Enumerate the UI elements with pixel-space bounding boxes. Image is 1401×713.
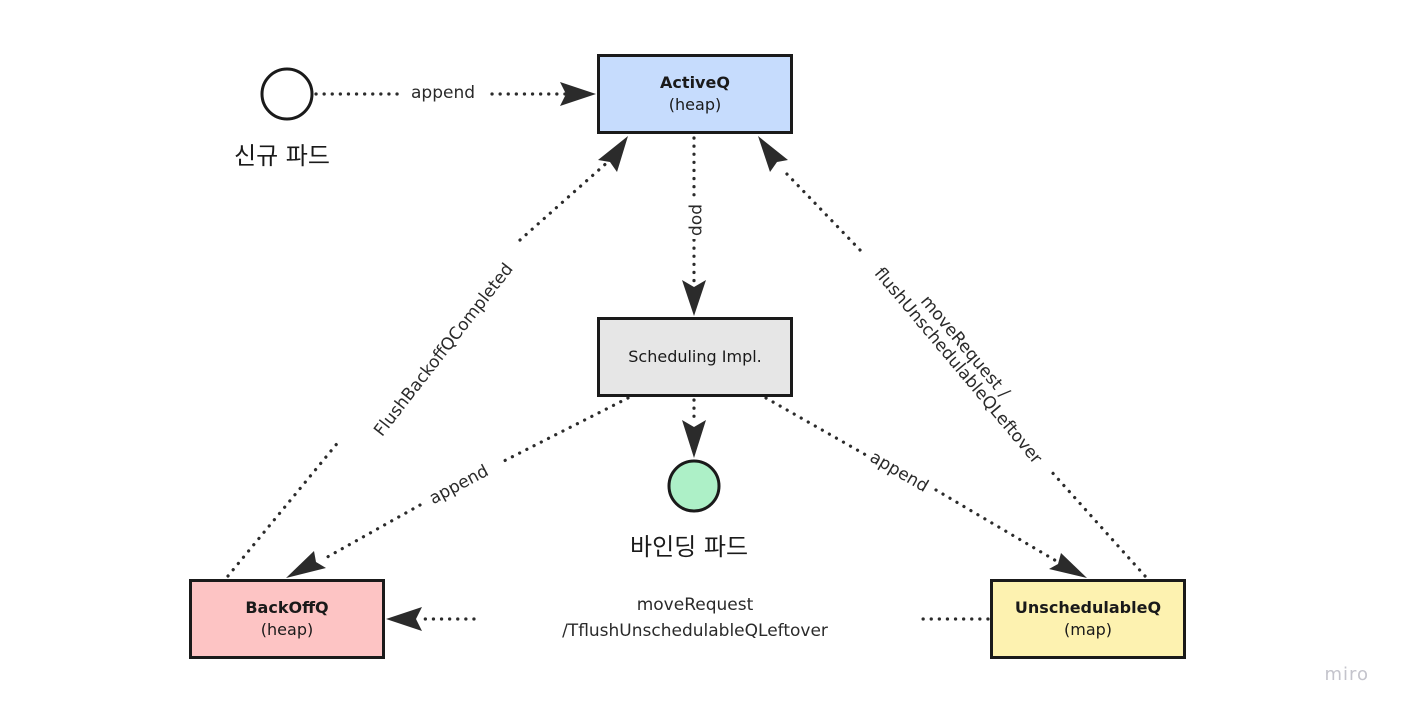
unschedulableq-subtitle: (map) <box>1063 620 1113 639</box>
arrowhead-scheduling-to-unschedulable <box>1049 553 1087 578</box>
arrowhead-active-to-scheduling <box>682 280 706 316</box>
scheduling-impl-label: Scheduling Impl. <box>628 347 762 367</box>
arrowhead-scheduling-to-backoff <box>286 551 326 578</box>
arrowhead-unschedulable-to-backoff <box>386 607 422 631</box>
new-pod-caption: 신규 파드 <box>234 142 330 170</box>
activeq-title: ActiveQ <box>660 73 730 93</box>
binding-pod-caption: 바인딩 파드 <box>630 533 749 561</box>
unschedulableq-node[interactable]: UnschedulableQ (map) <box>990 579 1186 659</box>
edge-label-unschedulable-to-backoff-line1: moveRequest <box>636 595 754 615</box>
arrowhead-unschedulable-to-active <box>758 136 788 172</box>
unschedulableq-title: UnschedulableQ <box>1014 598 1162 618</box>
edge-label-unschedulable-to-backoff: moveRequest /TflushUnschedulableQLeftove… <box>520 592 870 645</box>
binding-pod-node[interactable] <box>667 459 721 513</box>
edge-scheduling-to-unschedulable[interactable] <box>764 396 1060 564</box>
arrowhead-backoff-to-active <box>598 136 628 172</box>
scheduling-impl-node[interactable]: Scheduling Impl. <box>597 317 793 397</box>
new-pod-node[interactable] <box>260 67 314 121</box>
arrowhead-new-to-active <box>560 82 596 106</box>
backoffq-title: BackOffQ <box>245 598 329 618</box>
activeq-node[interactable]: ActiveQ (heap) <box>597 54 793 134</box>
backoffq-subtitle: (heap) <box>260 620 314 639</box>
edge-label-unschedulable-to-backoff-line2: /TflushUnschedulableQLeftover <box>562 621 828 642</box>
edge-backoff-to-active[interactable] <box>226 158 612 578</box>
activeq-subtitle: (heap) <box>668 95 722 114</box>
edge-unschedulable-to-active[interactable] <box>783 170 1147 578</box>
edge-label-new-append: append <box>408 83 479 103</box>
edge-scheduling-to-backoff[interactable] <box>320 396 630 562</box>
arrowhead-scheduling-to-binding <box>682 420 706 458</box>
miro-watermark: miro <box>1324 664 1369 685</box>
edge-label-pop: pop <box>686 201 707 239</box>
backoffq-node[interactable]: BackOffQ (heap) <box>189 579 385 659</box>
